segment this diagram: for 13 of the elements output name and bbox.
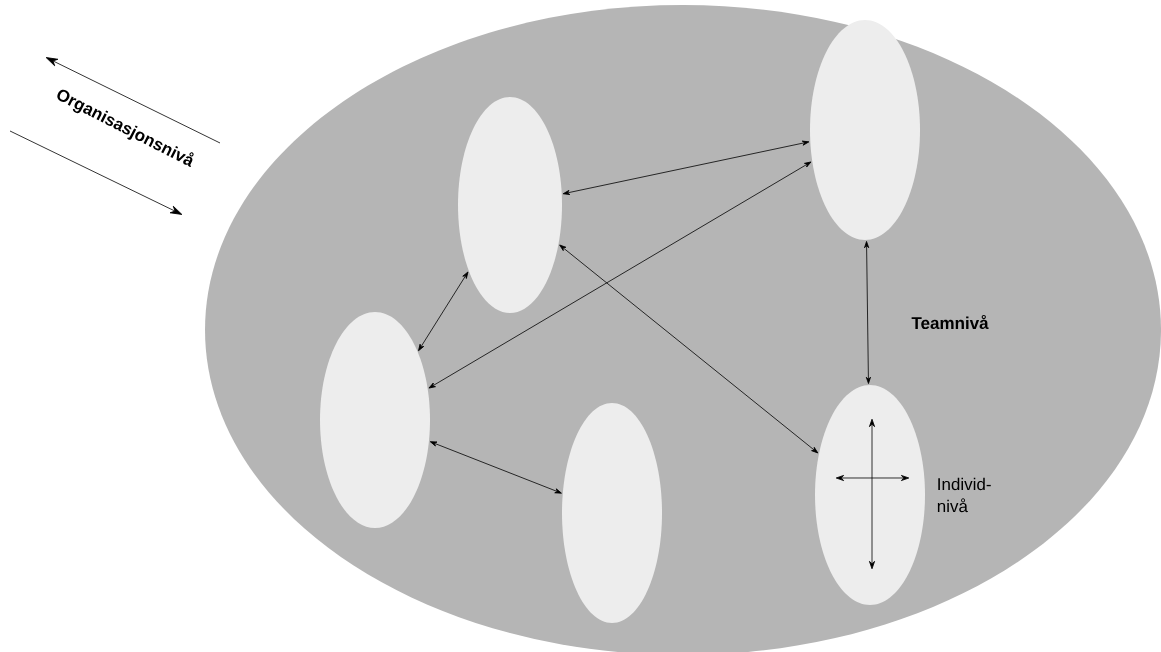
double-arrow [429,441,562,494]
level-label: Individ- nivå [937,477,991,513]
double-arrow [559,244,819,454]
inner-ellipse [320,312,430,528]
double-arrow [428,161,812,389]
inner-ellipse [815,385,925,605]
inner-ellipse [458,97,562,313]
double-arrow [418,271,469,352]
double-arrow [562,140,810,195]
double-arrow [864,241,871,384]
inner-ellipse [562,403,662,623]
level-label: Teamnivå [911,314,989,330]
inner-ellipse [810,20,920,240]
